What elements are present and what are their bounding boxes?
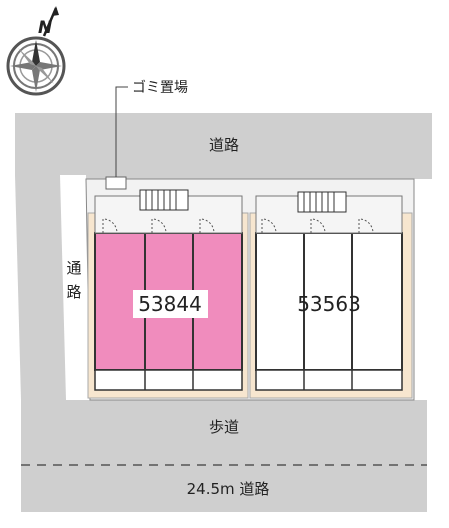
building-53563: 53563 (249, 191, 413, 399)
road-top (15, 113, 432, 179)
garbage-area-leader (115, 86, 128, 177)
building-id-53563: 53563 (297, 292, 361, 316)
sidewalk-and-road (21, 400, 427, 512)
garbage-area-box (105, 176, 127, 190)
road-bottom-label: 24.5m 道路 (187, 480, 270, 498)
road-top-label: 道路 (209, 136, 239, 154)
north-label: N (38, 18, 52, 38)
passage-left-label-2: 路 (66, 283, 81, 301)
building-id-53844: 53844 (138, 292, 202, 316)
passage-left (15, 175, 66, 400)
building-53844: 53844 (87, 189, 249, 399)
passage-left-label-1: 通 (66, 259, 81, 277)
compass: N (6, 6, 66, 96)
sidewalk-label: 歩道 (209, 418, 239, 436)
garbage-area-label: ゴミ置場 (132, 79, 188, 96)
